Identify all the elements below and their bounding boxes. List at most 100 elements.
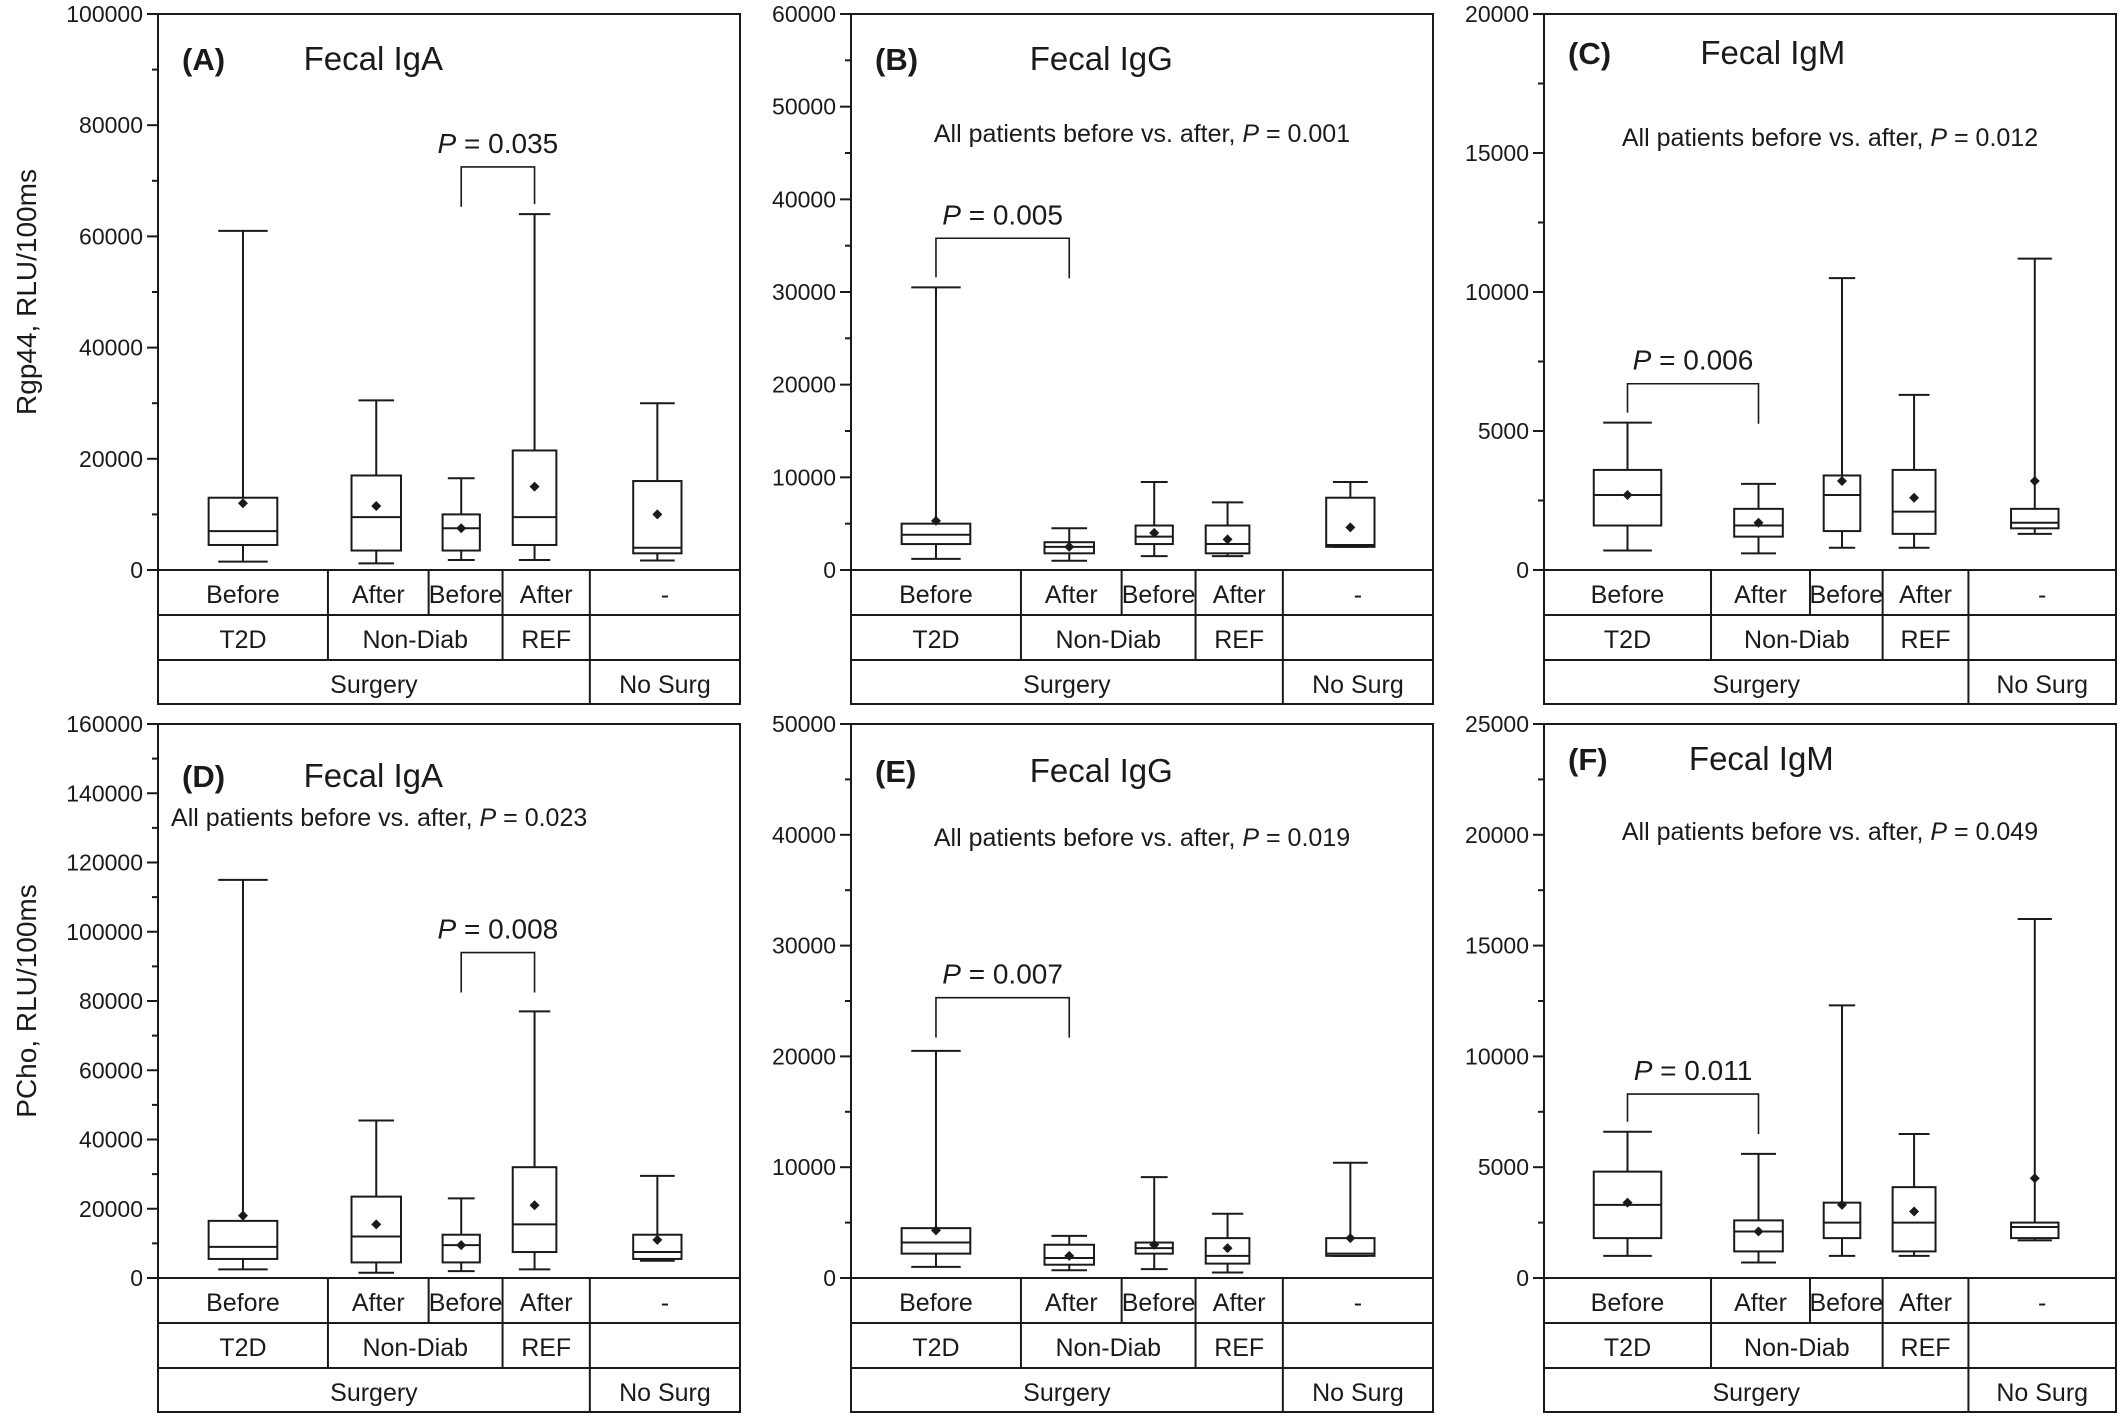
bracket-line	[1626, 1093, 1760, 1135]
mean-marker	[371, 501, 382, 512]
box-4	[1204, 501, 1251, 558]
group-label: Non-Diab	[362, 626, 468, 654]
comparison-p-value: P = 0.005	[942, 199, 1063, 230]
y-tick-label: 30000	[772, 279, 836, 305]
mean-marker	[2029, 476, 2040, 487]
comparison-bracket: P = 0.008	[438, 914, 558, 993]
category-label: -	[661, 1289, 669, 1317]
group-label: Non-Diab	[1055, 1334, 1161, 1362]
panel-title: Fecal IgM	[1689, 740, 1834, 777]
y-tick-label: 50000	[772, 94, 836, 120]
category-label: After	[352, 1289, 405, 1317]
y-tick-label: 0	[130, 1265, 143, 1291]
category-label: After	[1734, 1289, 1787, 1317]
super-group-label: Surgery	[330, 671, 418, 699]
y-tick-label: 15000	[1465, 140, 1529, 166]
category-label: Before	[1591, 581, 1665, 609]
box-2	[1043, 1234, 1095, 1272]
bracket-line	[935, 237, 1071, 279]
comparison-p-value: P = 0.007	[942, 959, 1063, 990]
y-tick-label: 10000	[772, 1154, 836, 1180]
panel-frame	[850, 13, 1434, 705]
box-1	[207, 229, 279, 563]
y-axis-label: Rgp44, RLU/100ms	[11, 169, 42, 415]
y-tick-label: 0	[823, 557, 836, 583]
mean-marker	[529, 481, 540, 492]
panel-label: (A)	[182, 42, 225, 77]
group-label: REF	[1214, 626, 1264, 654]
mean-marker	[1622, 489, 1633, 500]
y-tick-label: 30000	[772, 933, 836, 959]
comparison-p-value: P = 0.006	[1633, 345, 1754, 376]
panel-frame	[157, 13, 741, 705]
mean-marker	[1837, 1199, 1848, 1210]
super-group-label: Surgery	[1712, 671, 1800, 699]
y-tick-label: 5000	[1478, 418, 1529, 444]
y-tick-label: 40000	[772, 822, 836, 848]
category-label: After	[1213, 1289, 1266, 1317]
mean-marker	[1222, 534, 1233, 545]
group-label: REF	[1901, 626, 1951, 654]
y-tick-label: 15000	[1465, 933, 1529, 959]
panel-title: Fecal IgG	[1030, 40, 1173, 77]
box-3	[1822, 277, 1862, 549]
panel-label: (C)	[1568, 36, 1611, 71]
super-group-label: No Surg	[619, 671, 711, 699]
box-1	[900, 1049, 972, 1268]
y-tick-label: 80000	[79, 988, 143, 1014]
comparison-bracket: P = 0.007	[935, 959, 1071, 1038]
panel-title: Fecal IgG	[1030, 752, 1173, 789]
bracket-line	[460, 166, 536, 207]
category-label: After	[352, 581, 405, 609]
y-tick-label: 60000	[79, 223, 143, 249]
comparison-bracket: P = 0.005	[935, 199, 1071, 279]
category-label: After	[1899, 581, 1952, 609]
y-tick-label: 5000	[1478, 1154, 1529, 1180]
category-label: Before	[1809, 1289, 1883, 1317]
category-label: Before	[1122, 1289, 1196, 1317]
box-5	[2010, 257, 2060, 535]
category-label: Before	[1122, 581, 1196, 609]
group-label: T2D	[912, 626, 959, 654]
mean-marker	[1909, 1206, 1920, 1217]
y-tick-label: 100000	[66, 1, 143, 27]
y-tick-label: 0	[823, 1265, 836, 1291]
box-4	[1891, 393, 1937, 549]
box-3	[441, 1197, 481, 1273]
category-label: -	[661, 581, 669, 609]
y-tick-label: 20000	[1465, 1, 1529, 27]
comparison-p-value: P = 0.035	[438, 128, 559, 159]
box-4	[511, 1010, 558, 1271]
iqr-box	[2010, 507, 2060, 530]
panel-frame	[157, 723, 741, 1413]
y-tick-label: 20000	[1465, 822, 1529, 848]
overall-p-value: All patients before vs. after, P = 0.001	[934, 120, 1350, 148]
y-tick-label: 10000	[772, 464, 836, 490]
box-3	[1134, 480, 1174, 558]
iqr-box	[511, 449, 558, 546]
group-label: Non-Diab	[1744, 1334, 1850, 1362]
category-label: Before	[1591, 1289, 1665, 1317]
group-label: T2D	[1604, 626, 1651, 654]
mean-marker	[652, 509, 663, 520]
category-label: Before	[429, 1289, 503, 1317]
overall-p-value: All patients before vs. after, P = 0.023	[171, 804, 587, 832]
comparison-bracket: P = 0.011	[1626, 1055, 1760, 1135]
category-label: After	[1899, 1289, 1952, 1317]
category-label: After	[1045, 581, 1098, 609]
mean-marker	[1064, 1250, 1075, 1261]
box-1	[1592, 1130, 1663, 1257]
mean-marker	[1753, 1226, 1764, 1237]
iqr-box	[1325, 496, 1376, 548]
category-label: Before	[206, 581, 280, 609]
overall-p-value: All patients before vs. after, P = 0.012	[1622, 124, 2038, 152]
comparison-p-value: P = 0.011	[1634, 1055, 1753, 1086]
mean-marker	[237, 1210, 248, 1221]
super-group-label: Surgery	[330, 1379, 418, 1407]
bracket-line	[460, 951, 536, 993]
panel-frame	[850, 723, 1434, 1413]
box-2	[350, 1119, 402, 1274]
